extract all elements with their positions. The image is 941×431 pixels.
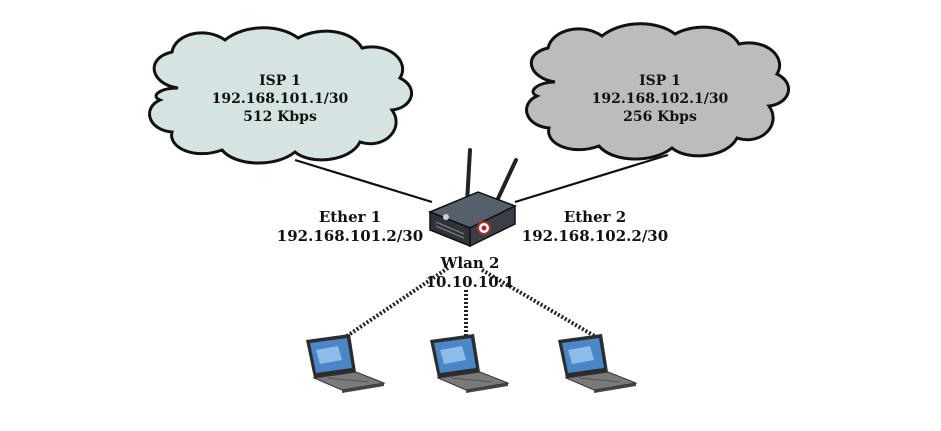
wireless-link-right (480, 268, 600, 340)
isp-address: 192.168.101.1/30 (211, 91, 349, 107)
cloud-label-right: ISP 1 192.168.102.1/30 256 Kbps (580, 72, 740, 126)
wlan2-label: Wlan 2 10.10.10.1 (405, 254, 535, 292)
isp-speed: 256 Kbps (623, 109, 697, 125)
cloud-icon-isp-left (148, 26, 413, 165)
isp-speed: 512 Kbps (243, 109, 317, 125)
ether1-link (294, 158, 433, 204)
ether1-label: Ether 1 192.168.101.2/30 (270, 208, 430, 246)
ether2-name: Ether 2 (563, 208, 627, 226)
wireless-link-left (342, 266, 450, 340)
isp-address: 192.168.102.1/30 (591, 91, 729, 107)
wlan2-name: Wlan 2 (440, 254, 500, 272)
ether2-address: 192.168.102.2/30 (521, 227, 669, 245)
ether1-name: Ether 1 (318, 208, 382, 226)
ether1-address: 192.168.101.2/30 (276, 227, 424, 245)
isp-name: ISP 1 (639, 73, 681, 89)
laptop-icon (306, 334, 386, 393)
laptop-icon (430, 334, 510, 393)
cloud-icon-isp-right (525, 22, 790, 161)
isp-name: ISP 1 (259, 73, 301, 89)
ether2-link (514, 153, 669, 204)
laptop-icon (558, 334, 638, 393)
wlan2-address: 10.10.10.1 (425, 273, 515, 291)
cloud-label-left: ISP 1 192.168.101.1/30 512 Kbps (200, 72, 360, 126)
wireless-router-icon (428, 148, 518, 248)
ether2-label: Ether 2 192.168.102.2/30 (515, 208, 675, 246)
